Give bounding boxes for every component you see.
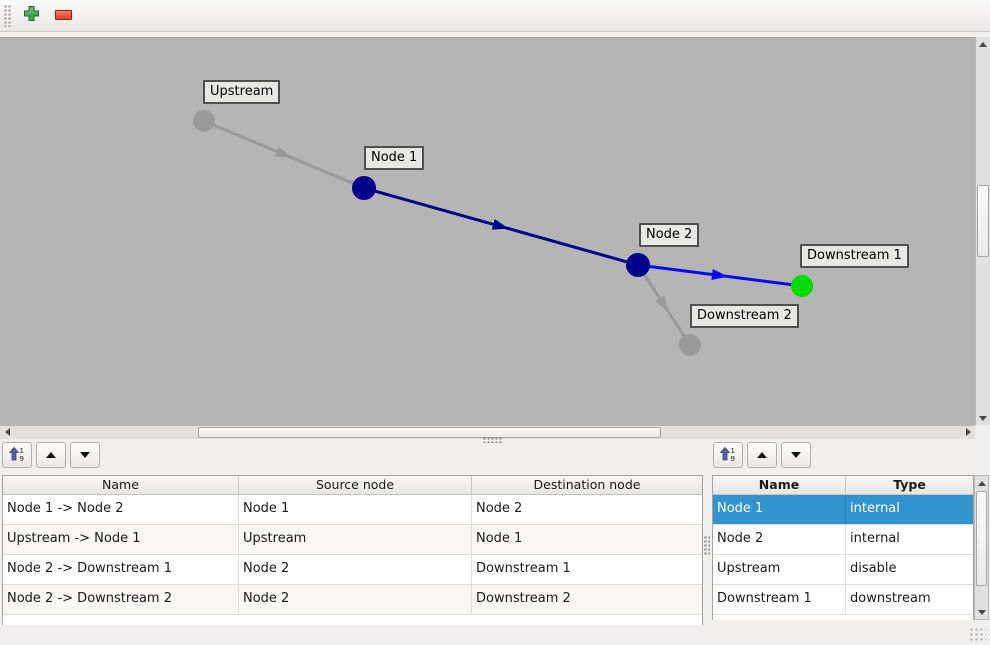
table-row-selected[interactable]: Node 1 internal	[713, 495, 973, 525]
cell-name: Node 2 -> Downstream 1	[3, 555, 239, 584]
cell-type: internal	[850, 501, 900, 516]
node-label-upstream[interactable]: Upstream	[203, 80, 281, 104]
empty-row-area	[713, 615, 973, 620]
column-header-name[interactable]: Name	[3, 476, 239, 494]
edges-table: Name Source node Destination node Node 1…	[2, 475, 703, 625]
cell-type: disable	[850, 561, 897, 576]
scroll-up-button[interactable]	[976, 37, 990, 51]
arrow-up-icon	[977, 480, 986, 486]
column-header-name[interactable]: Name	[713, 476, 846, 494]
cell-source: Node 2	[239, 555, 472, 584]
column-header-source[interactable]: Source node	[239, 476, 472, 494]
graph-canvas[interactable]: Upstream Node 1 Node 2 Downstream 1 Down…	[0, 37, 975, 426]
node-node1[interactable]	[352, 176, 376, 200]
arrowhead-icon	[655, 295, 669, 312]
arrowhead-icon	[274, 146, 292, 158]
node-node2[interactable]	[626, 253, 650, 277]
triangle-down-icon	[80, 452, 90, 458]
cell-name: Node 1	[713, 495, 846, 524]
arrowhead-icon	[711, 269, 728, 280]
canvas-vscrollbar[interactable]	[975, 37, 990, 425]
hscroll-thumb[interactable]	[198, 427, 661, 438]
cell-destination: Node 1	[476, 531, 523, 546]
nodes-sort-button[interactable]: 1 9	[713, 442, 743, 468]
sort-ascending-icon: 1 9	[8, 446, 25, 465]
edges-move-up-button[interactable]	[36, 442, 66, 468]
nodes-move-down-button[interactable]	[781, 442, 811, 468]
node-label-node2[interactable]: Node 2	[639, 223, 700, 247]
triangle-up-icon	[757, 452, 767, 458]
arrow-left-icon	[4, 428, 10, 436]
arrow-down-icon	[977, 609, 986, 615]
node-downstream2[interactable]	[679, 334, 701, 356]
nodes-move-up-button[interactable]	[747, 442, 777, 468]
node-downstream1[interactable]	[791, 275, 813, 297]
window-resize-grip[interactable]	[970, 628, 986, 641]
graph-svg	[193, 110, 813, 356]
table-row[interactable]: Node 1 -> Node 2 Node 1 Node 2	[3, 495, 702, 525]
scroll-left-button[interactable]	[0, 426, 14, 438]
vertical-splitter-handle[interactable]	[704, 536, 710, 556]
arrow-down-icon	[979, 415, 987, 421]
remove-button[interactable]	[50, 2, 76, 28]
canvas-hscrollbar[interactable]	[0, 425, 975, 439]
cell-destination: Downstream 1	[476, 561, 571, 576]
svg-text:9: 9	[731, 455, 735, 462]
edges-table-header: Name Source node Destination node	[3, 476, 702, 495]
edges-move-down-button[interactable]	[70, 442, 100, 468]
node-label-downstream2[interactable]: Downstream 2	[690, 304, 799, 328]
empty-row-area	[3, 615, 702, 625]
cell-type: downstream	[850, 591, 931, 606]
svg-text:1: 1	[731, 447, 735, 455]
scroll-right-button[interactable]	[961, 426, 975, 438]
horizontal-splitter-handle[interactable]	[483, 437, 503, 443]
minus-icon	[54, 10, 72, 20]
table-row[interactable]: Node 2 internal	[713, 525, 973, 555]
scroll-down-button[interactable]	[975, 605, 988, 619]
table-row[interactable]: Upstream disable	[713, 555, 973, 585]
arrow-up-icon	[979, 41, 987, 47]
triangle-up-icon	[46, 452, 56, 458]
table-row[interactable]: Node 2 -> Downstream 1 Node 2 Downstream…	[3, 555, 702, 585]
nodes-table-vscrollbar[interactable]	[974, 475, 989, 620]
nodes-table: Name Type Node 1 internal Node 2 interna…	[712, 475, 974, 620]
nodes-table-header: Name Type	[713, 476, 973, 495]
cell-source: Node 1	[239, 495, 472, 524]
node-upstream[interactable]	[193, 110, 215, 132]
cell-name: Upstream -> Node 1	[3, 525, 239, 554]
column-header-type[interactable]: Type	[893, 477, 926, 492]
arrowhead-icon	[491, 219, 509, 230]
triangle-down-icon	[791, 452, 801, 458]
add-button[interactable]	[18, 2, 44, 28]
cell-name: Node 1 -> Node 2	[3, 495, 239, 524]
scroll-down-button[interactable]	[976, 411, 990, 425]
column-header-destination[interactable]: Destination node	[533, 477, 641, 492]
cell-destination: Node 2	[476, 501, 523, 516]
arrow-right-icon	[965, 428, 971, 436]
vscroll-thumb[interactable]	[976, 491, 987, 586]
cell-destination: Downstream 2	[476, 591, 571, 606]
main-toolbar	[0, 0, 990, 32]
vscroll-thumb[interactable]	[977, 185, 989, 257]
node-label-downstream1[interactable]: Downstream 1	[800, 244, 909, 268]
svg-text:1: 1	[20, 447, 24, 455]
toolbar-drag-handle[interactable]	[4, 5, 12, 27]
cell-name: Node 2	[713, 525, 846, 554]
cell-name: Downstream 1	[713, 585, 846, 614]
plus-icon	[23, 5, 40, 25]
scroll-up-button[interactable]	[975, 476, 988, 490]
table-row[interactable]: Node 2 -> Downstream 2 Node 2 Downstream…	[3, 585, 702, 615]
table-row[interactable]: Upstream -> Node 1 Upstream Node 1	[3, 525, 702, 555]
cell-source: Upstream	[239, 525, 472, 554]
cell-name: Upstream	[713, 555, 846, 584]
cell-type: internal	[850, 531, 900, 546]
svg-text:9: 9	[20, 455, 24, 462]
cell-name: Node 2 -> Downstream 2	[3, 585, 239, 614]
table-row[interactable]: Downstream 1 downstream	[713, 585, 973, 615]
sort-ascending-icon: 1 9	[719, 446, 736, 465]
cell-source: Node 2	[239, 585, 472, 614]
edges-sort-button[interactable]: 1 9	[2, 442, 32, 468]
node-label-node1[interactable]: Node 1	[364, 146, 425, 170]
